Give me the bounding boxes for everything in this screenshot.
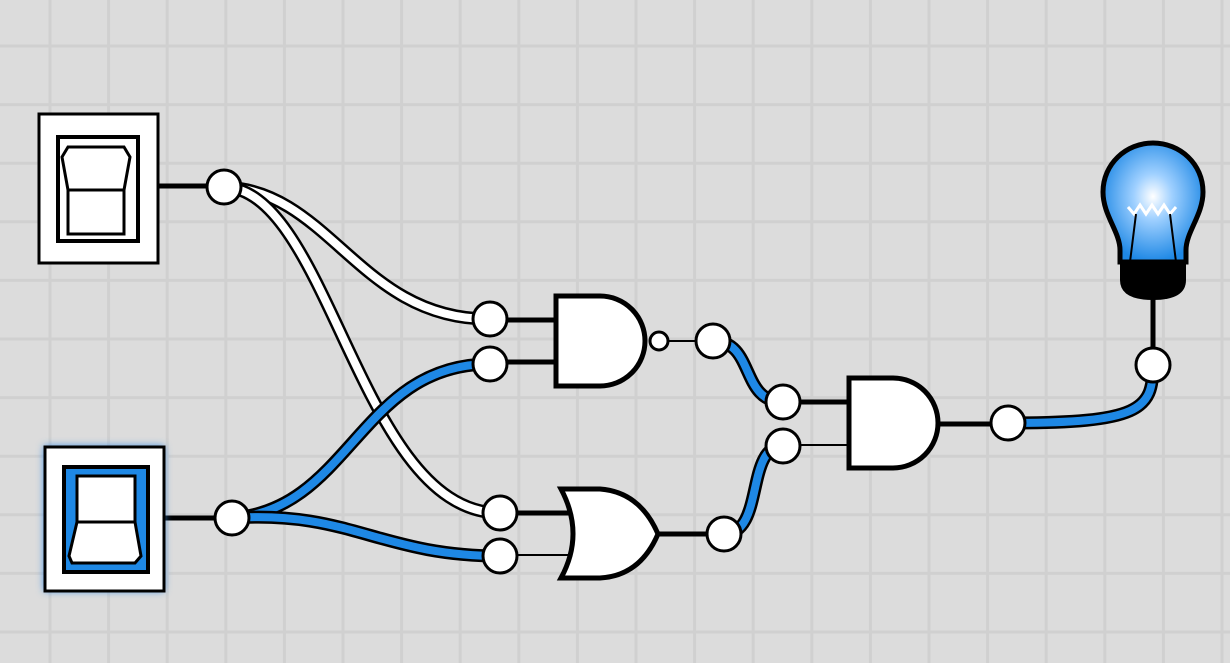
and-gate[interactable] (795, 375, 995, 471)
toggle-switch-1[interactable] (37, 112, 210, 265)
light-bulb (1100, 140, 1206, 352)
connection-node[interactable] (481, 494, 519, 532)
or-gate[interactable] (512, 486, 712, 581)
connection-nodes (205, 168, 1172, 575)
connection-node[interactable] (471, 300, 509, 338)
wire[interactable] (223, 180, 491, 326)
connection-node[interactable] (481, 537, 519, 575)
connection-node[interactable] (1134, 346, 1172, 384)
inverter-bubble (648, 330, 670, 352)
connection-node[interactable] (205, 168, 243, 206)
connection-node[interactable] (471, 345, 509, 383)
connection-node[interactable] (989, 404, 1027, 442)
wire[interactable] (223, 180, 501, 520)
connection-node[interactable] (764, 427, 802, 465)
wire[interactable] (231, 357, 491, 525)
connection-node[interactable] (213, 499, 251, 537)
toggle-switch-2[interactable] (43, 445, 220, 593)
nand-gate[interactable] (505, 293, 700, 389)
wires (223, 180, 1160, 563)
connection-node[interactable] (764, 383, 802, 421)
wire[interactable] (231, 510, 501, 563)
connection-node[interactable] (694, 322, 732, 360)
wire[interactable] (1007, 364, 1160, 430)
connection-node[interactable] (705, 515, 743, 553)
